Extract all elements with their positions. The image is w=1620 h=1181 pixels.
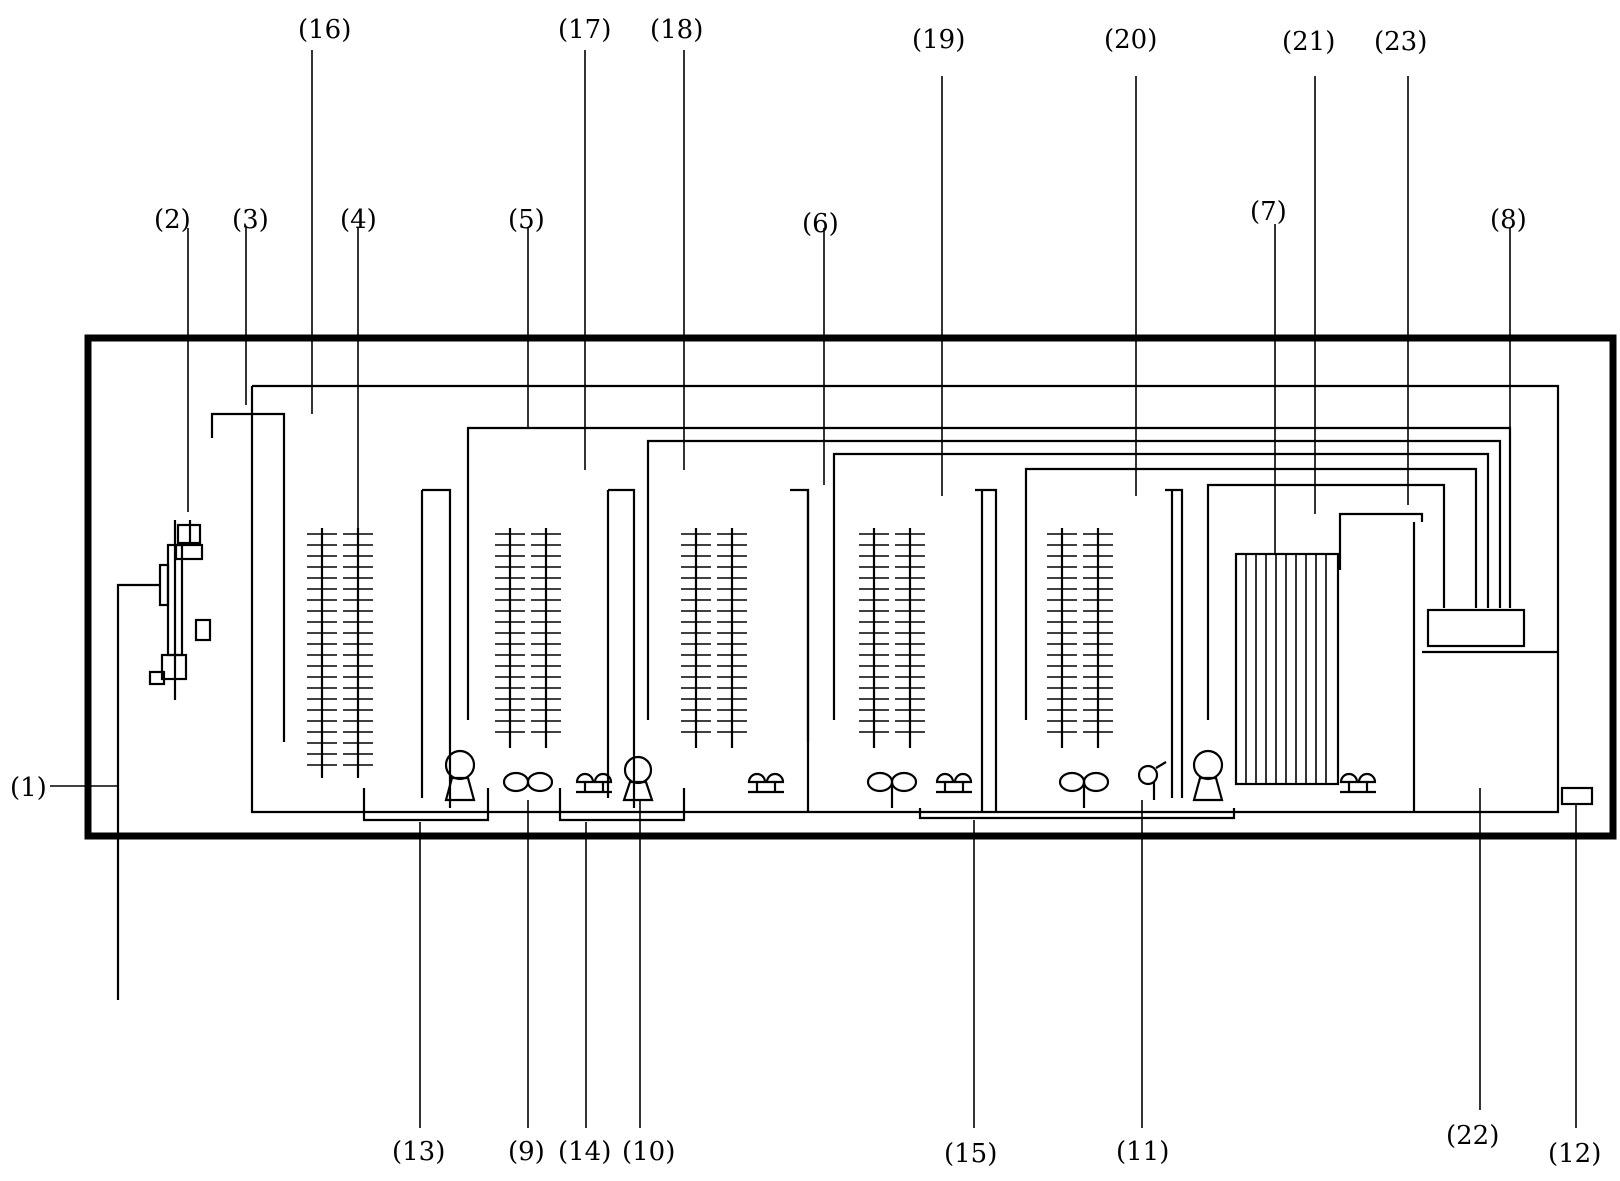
label-19: (19): [912, 25, 965, 55]
aerator-head: [747, 772, 767, 784]
label-10: (10): [622, 1137, 675, 1167]
label-7: (7): [1250, 197, 1287, 227]
label-3: (3): [232, 205, 269, 235]
label-21: (21): [1282, 27, 1335, 57]
screen-device: [148, 520, 212, 700]
aerator-head: [575, 772, 595, 784]
baffle-1b: [422, 488, 452, 808]
label-6: (6): [802, 209, 839, 239]
mixer-3: [1058, 771, 1110, 808]
return-pipe-c: [1206, 483, 1446, 720]
aerator-head: [953, 772, 973, 784]
baffle-3: [790, 488, 810, 812]
label-9: (9): [508, 1137, 545, 1167]
leader-lines: [50, 50, 1577, 1128]
label-16: (16): [298, 15, 351, 45]
return-pipe-5: [466, 426, 1512, 720]
pump-10: [622, 755, 654, 802]
aerators: [575, 772, 1377, 794]
filler-carriers: [307, 528, 1113, 778]
label-14: (14): [558, 1137, 611, 1167]
label-11: (11): [1116, 1137, 1169, 1167]
inlet-pipe: [210, 412, 286, 742]
label-20: (20): [1104, 25, 1157, 55]
label-13: (13): [392, 1137, 445, 1167]
manifold-15: [918, 808, 1236, 820]
membrane-outlet-pipe: [1338, 512, 1424, 570]
label-22: (22): [1446, 1121, 1499, 1151]
return-pipe-6: [832, 452, 1490, 720]
baffle-4: [975, 488, 998, 812]
pump-1: [444, 749, 476, 802]
aerator-head: [593, 772, 613, 784]
label-23: (23): [1374, 27, 1427, 57]
mixer-9: [502, 771, 554, 793]
label-8: (8): [1490, 205, 1527, 235]
aerator-head: [765, 772, 785, 784]
label-17: (17): [558, 15, 611, 45]
label-5: (5): [508, 205, 545, 235]
baffle-5: [1165, 488, 1184, 798]
container-frame: [84, 334, 1617, 840]
device-8-box: [1426, 608, 1526, 648]
aerator-head: [935, 772, 955, 784]
label-4: (4): [340, 205, 377, 235]
label-18: (18): [650, 15, 703, 45]
mixer-2: [866, 771, 918, 808]
manifold-13: [362, 788, 490, 822]
aerator-head: [1339, 772, 1359, 784]
manifold-14: [558, 788, 686, 822]
feed-pipe: [116, 583, 160, 1000]
label-1: (1): [10, 773, 47, 803]
outlet-12: [1560, 786, 1594, 806]
label-15: (15): [944, 1139, 997, 1169]
return-pipe-b: [1024, 467, 1478, 720]
tank-outline: [250, 384, 1560, 814]
label-2: (2): [154, 205, 191, 235]
aerator-head: [1357, 772, 1377, 784]
return-pipe-a: [646, 439, 1502, 720]
device-11: [1137, 761, 1167, 800]
pump-3: [1192, 749, 1224, 802]
label-12: (12): [1548, 1139, 1601, 1169]
membrane-module: [1234, 552, 1340, 786]
baffle-2: [608, 488, 636, 808]
